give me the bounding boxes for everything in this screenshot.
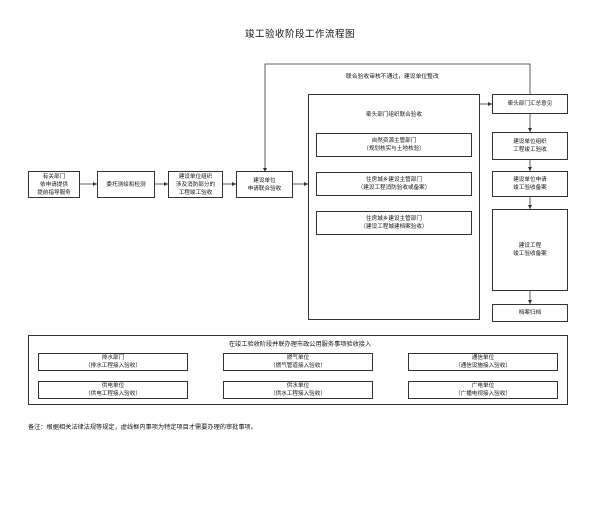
record-box: 建设工程 竣工验收备案	[492, 209, 568, 291]
fire-acceptance-box: 住房城乡建设主管部门 （建设工程消防验收或备案）	[316, 172, 472, 196]
natural-resources-box: 自然资源主管部门 （规划核实与土地核验）	[316, 133, 472, 157]
summary-box: 牵头部门汇总意见	[492, 94, 568, 114]
utility-drainage: 排水部门 （排水工程接入验收）	[38, 353, 188, 371]
org-final-box: 建设单位组织 工程竣工验收	[492, 132, 568, 160]
survey-box: 委托测绘和检测	[97, 171, 155, 198]
feedback-label: 联合验收审核不通过，建设单位整改	[346, 74, 439, 80]
utility-telecom: 通信单位 （通信设施接入验收）	[408, 353, 558, 371]
apply-record-box: 建设单位申请 竣工验收备案	[492, 171, 568, 197]
archive-acceptance-box: 住房城乡建设主管部门 （建设工程城建档案验收）	[316, 211, 472, 235]
utility-broadcast: 广电单位 （广播电视接入验收）	[408, 381, 558, 399]
joint-acceptance-box: 牵头部门组织联合验收	[308, 94, 480, 320]
footnote: 备注：根据相关法律法规等规定，虚线框内事项为特定项目才需要办理的审批事项。	[28, 424, 257, 431]
utility-power: 供电单位 （供电工程接入验收）	[38, 381, 188, 399]
utility-gas: 燃气单位 （燃气管道接入验收）	[223, 353, 373, 371]
utility-title: 在竣工验收阶段并联办理市政公用服务事项验收接入	[228, 341, 372, 348]
feedback-loop-line	[263, 63, 531, 172]
apply-joint-box: 建设单位 申请联合验收	[236, 171, 293, 198]
guide-service-box: 有关部门 依申请提供 提前指导服务	[28, 171, 80, 198]
archive-box: 档案归档	[492, 304, 568, 322]
org-fire-check-box: 建设单位组织 涉及消防部分的 工程竣工验收	[168, 171, 223, 198]
page-title: 竣工验收阶段工作流程图	[244, 29, 355, 40]
utility-water: 供水单位 （供水工程接入验收）	[223, 381, 373, 399]
